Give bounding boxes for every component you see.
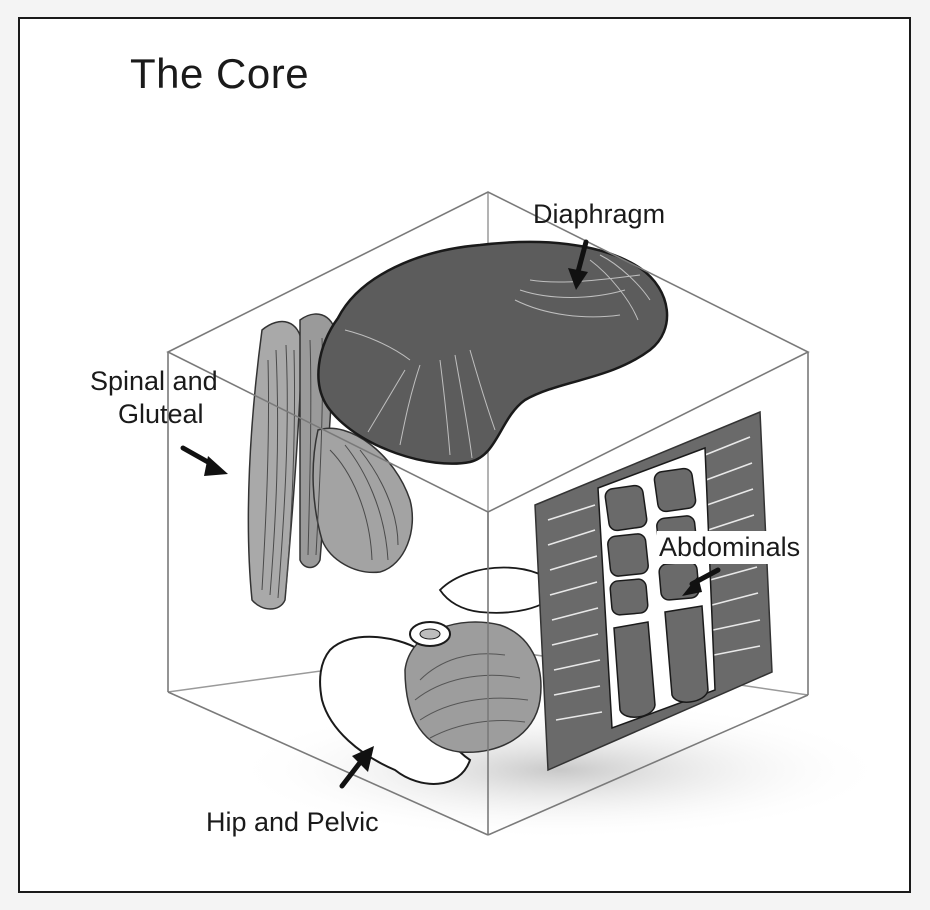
spinal-arrow	[183, 448, 228, 476]
label-spinal-line1: Spinal and	[90, 365, 270, 398]
label-diaphragm: Diaphragm	[533, 198, 665, 231]
label-hip-pelvic: Hip and Pelvic	[206, 806, 379, 839]
diagram-title: The Core	[130, 50, 309, 98]
label-spinal-gluteal: Spinal and Gluteal	[90, 365, 270, 431]
label-spinal-line2: Gluteal	[90, 398, 270, 431]
diaphragm-muscle	[318, 242, 667, 464]
label-abdominals: Abdominals	[657, 531, 802, 564]
